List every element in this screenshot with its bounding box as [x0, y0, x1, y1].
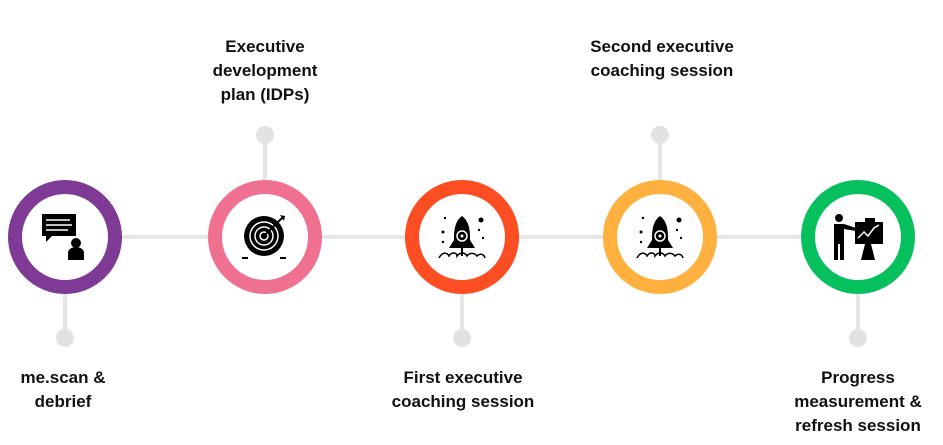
connector-dot	[256, 126, 274, 144]
label-line: development	[212, 61, 318, 80]
step-label-idp: Executive development plan (IDPs)	[165, 35, 365, 107]
step-label-second-coaching: Second executive coaching session	[562, 35, 762, 83]
connector-dot	[56, 329, 74, 347]
step-node-me-scan	[8, 180, 122, 294]
label-line: Progress	[821, 368, 895, 387]
label-line: Executive	[225, 37, 305, 56]
connector-dot	[849, 329, 867, 347]
step-label-me-scan: me.scan & debrief	[0, 366, 163, 414]
label-line: me.scan &	[20, 368, 106, 387]
connector-dot	[651, 126, 669, 144]
presenter-chart-icon	[834, 214, 883, 260]
presentation-speech-icon	[42, 214, 84, 260]
label-line: plan (IDPs)	[220, 85, 310, 104]
label-line: First executive	[403, 368, 523, 387]
label-line: measurement &	[794, 392, 922, 411]
target-icon	[242, 215, 286, 259]
rocket-icon	[438, 216, 486, 259]
step-node-progress	[801, 180, 915, 294]
step-label-progress: Progress measurement & refresh session	[758, 366, 943, 438]
step-node-first-coaching	[405, 180, 519, 294]
label-line: Second executive	[590, 37, 734, 56]
rocket-icon	[636, 216, 684, 259]
step-node-idp	[208, 180, 322, 294]
label-line: coaching session	[391, 392, 535, 411]
label-line: debrief	[34, 392, 92, 411]
label-line: refresh session	[795, 416, 921, 435]
step-label-first-coaching: First executive coaching session	[363, 366, 563, 414]
label-line: coaching session	[590, 61, 734, 80]
step-node-second-coaching	[603, 180, 717, 294]
connector-dot	[453, 329, 471, 347]
